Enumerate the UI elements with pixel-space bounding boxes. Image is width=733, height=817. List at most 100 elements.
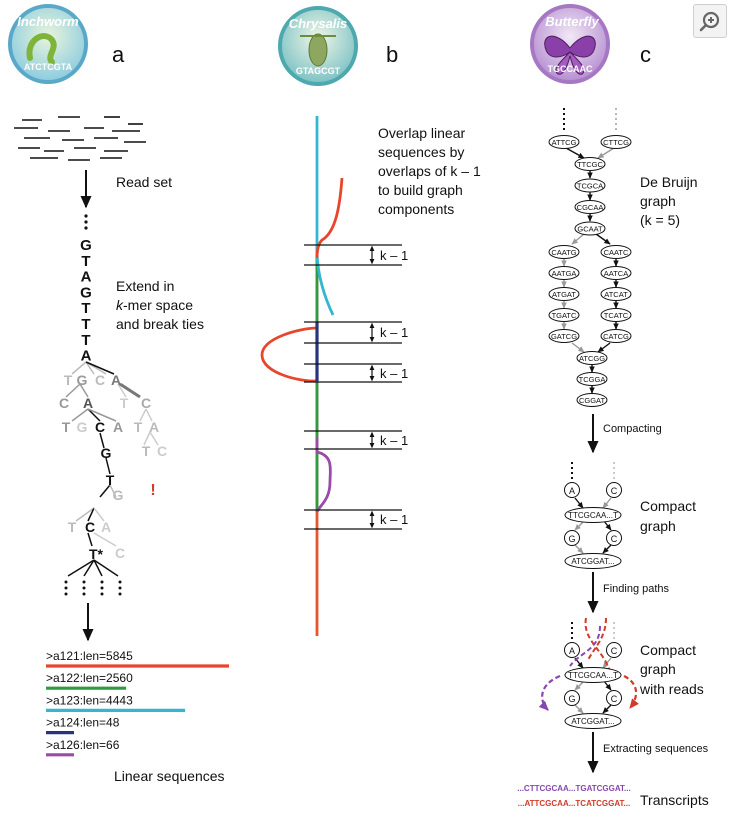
overlap-text-line: Overlap linear — [378, 125, 465, 141]
debruijn-node-label: CAATG — [551, 248, 576, 257]
tree-node: T* — [89, 546, 104, 562]
debruijn-node-label: GCAAT — [577, 225, 603, 234]
compacting-label: Compacting — [603, 423, 662, 435]
read-set-dashes — [14, 116, 146, 161]
debruijn-node-label: CAATC — [604, 248, 629, 257]
red-loop — [260, 326, 318, 383]
debruijn-node-label: CATCG — [603, 332, 629, 341]
purple-read-path — [569, 625, 601, 667]
compact-label-line: Compact — [640, 498, 696, 514]
sequence-letter: T — [81, 253, 90, 270]
debruijn-node: AATCA — [600, 266, 632, 280]
debruijn-node: CAATC — [600, 245, 632, 259]
overlap-text-line: to build graph — [378, 182, 463, 198]
zoom-in-button[interactable] — [693, 4, 727, 38]
red-branch-top — [315, 177, 344, 259]
tree-node: C — [95, 372, 105, 388]
debruijn-node-label: TCGCA — [577, 182, 603, 191]
contig-label: >a123:len=4443 — [46, 693, 133, 707]
debruijn-node: AATGA — [548, 266, 580, 280]
tree-node: A — [113, 419, 123, 435]
reads-node-a: A — [569, 646, 575, 656]
debruijn-node: GCAAT — [574, 221, 606, 236]
tree-node: T — [120, 395, 129, 411]
purple-read-arc — [538, 674, 561, 711]
zoom-in-icon — [699, 11, 720, 32]
debruijn-node: GATCG — [548, 329, 580, 343]
tree-node: T — [106, 472, 115, 488]
debruijn-node-label: ATCAT — [604, 290, 628, 299]
debruijn-node: CATCG — [600, 329, 632, 343]
overlap-k-label: k – 1 — [380, 248, 408, 263]
sequence-letter: T — [81, 332, 90, 349]
debruijn-label: De Bruijn graph (k = 5) — [640, 174, 698, 228]
contig-label: >a122:len=2560 — [46, 671, 133, 685]
tree-node: C — [85, 519, 95, 535]
sequence-letter: T — [81, 316, 90, 333]
reads-node-g: G — [568, 694, 575, 704]
tree-node: G — [77, 372, 88, 388]
sequence-letter: T — [81, 300, 90, 317]
linear-contigs: >a121:len=5845 >a122:len=2560 >a123:len=44… — [46, 649, 229, 757]
transcript-red: ...ATTCGCAA...TCATCGGAT... — [518, 799, 630, 808]
debruijn-node-label: ATGAT — [552, 290, 576, 299]
reads-node-c: C — [611, 646, 618, 656]
tree-node: C — [141, 395, 151, 411]
tree-node: G — [101, 445, 112, 461]
debruijn-node: ATGAT — [548, 287, 580, 301]
compact-graph-with-reads: A C TTCGCAA...T G C ATCGGAT... — [538, 617, 639, 729]
debruijn-node-label: CTTCG — [603, 138, 629, 147]
compact-node-g: G — [568, 534, 575, 544]
debruijn-node-label: TGATC — [552, 311, 577, 320]
debruijn-node-label: ATCGG — [579, 354, 605, 363]
reads-node-long: TTCGCAA...T — [568, 671, 618, 680]
overlap-k-label: k – 1 — [380, 366, 408, 381]
tree-node: G — [113, 487, 124, 503]
debruijn-node: TCGGA — [576, 372, 608, 386]
overlap-description: Overlap linear sequences by overlaps of … — [378, 125, 481, 217]
sequence-letter: G — [80, 284, 92, 301]
tree-node: A — [111, 372, 121, 388]
debruijn-node-label: AATCA — [604, 269, 628, 278]
inchworm-badge: Inchworm ATCTCGTA — [8, 4, 88, 84]
sequence-letter: G — [80, 237, 92, 254]
debruijn-node: CAATG — [548, 245, 580, 259]
overlap-k-label: k – 1 — [380, 325, 408, 340]
reads-label-line: graph — [640, 661, 676, 677]
overlap-markers — [304, 244, 402, 530]
contig-label: >a121:len=5845 — [46, 649, 133, 663]
inchworm-badge-letters: ATCTCGTA — [24, 62, 73, 72]
reads-label-line: with reads — [639, 681, 704, 697]
tree-node: T — [62, 419, 71, 435]
extend-label-line1: Extend in — [116, 278, 174, 294]
debruijn-node-label: ATTCG — [552, 138, 577, 147]
purple-sequence — [315, 438, 332, 513]
panel-c: Butterfly TGCCAAC c De Bruijn graph (k =… — [517, 4, 709, 808]
extend-label-line3: and break ties — [116, 316, 204, 332]
tree-node: T — [134, 419, 143, 435]
overlap-text-line: components — [378, 201, 454, 217]
debruijn-node-label: TCATC — [604, 311, 629, 320]
tree-node: C — [59, 395, 69, 411]
extend-label-line2: k-mer space — [116, 297, 193, 313]
contig-label: >a124:len=48 — [46, 716, 120, 730]
butterfly-badge-letters: TGCCAAC — [548, 64, 593, 74]
tree-continuation-dots — [64, 580, 122, 596]
debruijn-node: TGATC — [548, 308, 580, 322]
compact-graph: A C TTCGCAA...T G C ATCGGAT... — [564, 462, 622, 569]
inchworm-badge-title: Inchworm — [17, 14, 79, 29]
debruijn-label-line: (k = 5) — [640, 212, 680, 228]
tree-node: T — [142, 443, 151, 459]
chrysalis-badge-title: Chrysalis — [289, 16, 348, 31]
debruijn-node-label: CGCAA — [577, 203, 604, 212]
red-read-path — [587, 617, 607, 661]
tree-node: G — [77, 419, 88, 435]
kmer-tree-labels: T G C A C A T C T G C A T A G T C T G T … — [59, 372, 167, 562]
overlap-k-label: k – 1 — [380, 433, 408, 448]
compact-node-end: ATCGGAT... — [571, 557, 614, 566]
graph-component-curves — [260, 116, 344, 636]
debruijn-node: ATTCG — [548, 135, 580, 149]
debruijn-node: CGCAA — [574, 200, 606, 214]
